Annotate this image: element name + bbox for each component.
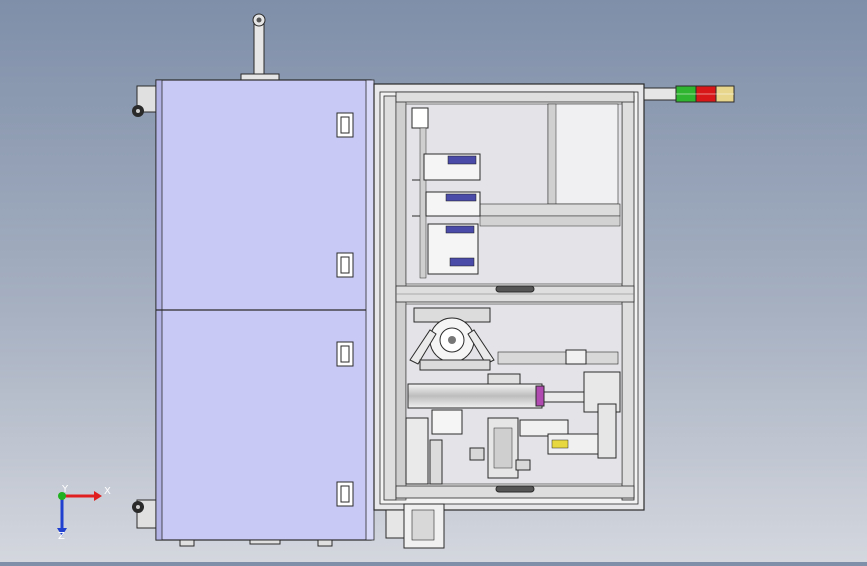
lifting-handle: [240, 13, 280, 82]
caster-bottom-left: [132, 499, 158, 529]
door-handle[interactable]: [336, 481, 354, 507]
triad-x-label: X: [104, 486, 111, 497]
stack-light: [643, 85, 735, 103]
triad-y-label: Y: [62, 484, 69, 495]
caster-top-left: [132, 85, 158, 117]
base-motor-unit: [385, 503, 445, 549]
lower-compartment[interactable]: [405, 303, 623, 493]
cabinet-feet: [179, 539, 333, 547]
door-handle[interactable]: [336, 252, 354, 278]
door-handle[interactable]: [336, 112, 354, 138]
upper-compartment[interactable]: [405, 103, 623, 293]
orientation-triad: [57, 491, 102, 536]
door-handle[interactable]: [336, 341, 354, 367]
triad-z-label: Z: [58, 531, 65, 542]
cabinet-door-left[interactable]: [155, 79, 375, 541]
